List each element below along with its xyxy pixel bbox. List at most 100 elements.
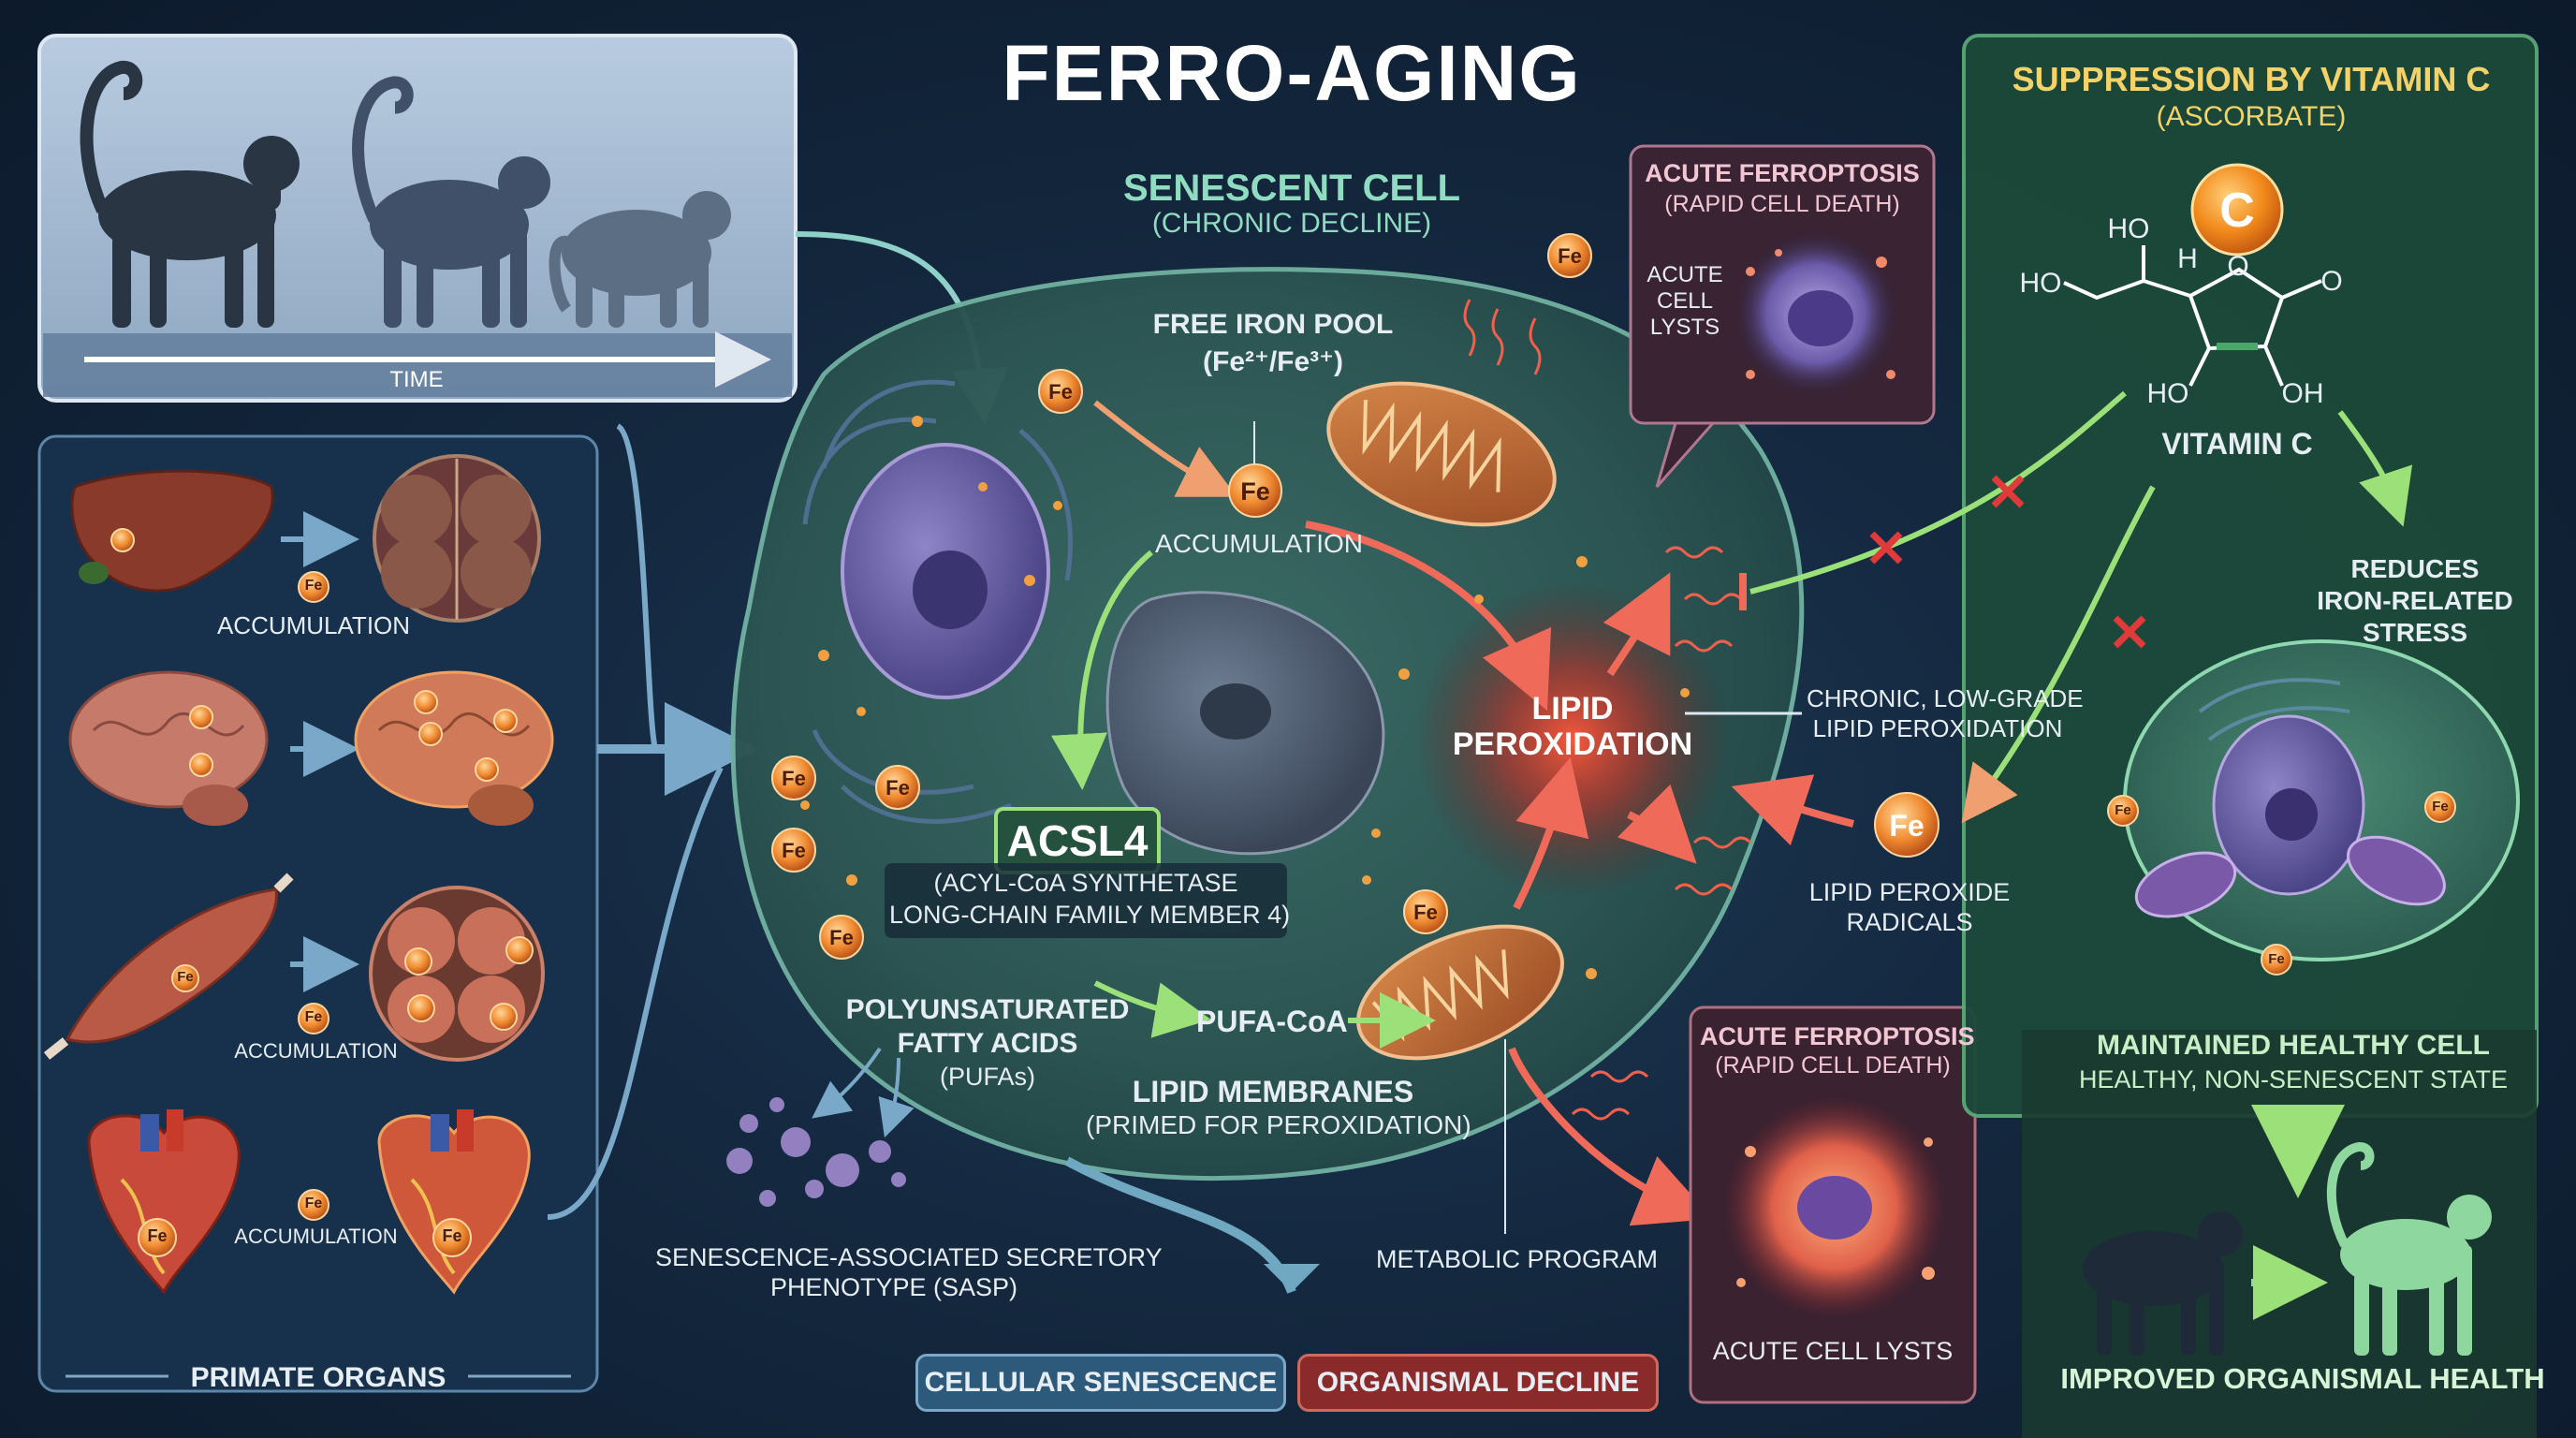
healthy-cell-icon (2123, 639, 2520, 961)
nucleus-icon (841, 443, 1050, 699)
acsl4-description-box (885, 863, 1287, 938)
fe-badge-label: Fe (1413, 901, 1438, 924)
organs-panel (37, 434, 599, 1393)
mitochondrion-top-icon (1326, 381, 1557, 527)
acute-bottom-subtitle: (RAPID CELL DEATH) (1715, 1052, 1951, 1078)
chronic-peroxidation-label-2: LIPID PEROXIDATION (1812, 714, 2063, 742)
vitamin-c-molecule-name: VITAMIN C (2161, 427, 2313, 461)
radical-squiggles (1463, 299, 1752, 1121)
muscle-accumulation-label: ACCUMULATION (234, 1039, 398, 1063)
liver-icon (70, 469, 274, 593)
heart-accumulation-label: ACCUMULATION (234, 1225, 398, 1248)
liver-accumulation-label: ACCUMULATION (216, 611, 411, 639)
acsl4-description-line-2: LONG-CHAIN FAMILY MEMBER 4) (889, 901, 1291, 929)
radicals-label-2: RADICALS (1846, 908, 1973, 936)
brain-damaged-icon (354, 670, 554, 826)
monkey-silhouette-young-icon (80, 61, 300, 328)
acute-ferroptosis-bottom-panel (1689, 1005, 1977, 1404)
pufa-label-line-1: POLYUNSATURATED (845, 994, 1130, 1025)
organs-panel-footer: PRIMATE ORGANS (190, 1362, 446, 1393)
molecule-o-carbonyl: O (2320, 266, 2343, 297)
fe-badge-label: Fe (829, 926, 854, 949)
lipid-peroxidation-label-2: PEROXIDATION (1452, 726, 1693, 762)
healthy-cell-sublabel: HEALTHY, NON-SENESCENT STATE (2078, 1065, 2509, 1093)
monkey-silhouette-elderly-icon (549, 191, 731, 328)
page-title: FERRO-AGING (1002, 29, 1582, 117)
senescent-cell-title: SENESCENT CELL (1122, 168, 1461, 209)
lipid-peroxidation-label-1: LIPID (1531, 691, 1614, 726)
fe-badge-label: Fe (442, 1226, 462, 1245)
healthy-cell-label: MAINTAINED HEALTHY CELL (2097, 1030, 2490, 1061)
senescent-cell-subtitle: (CHRONIC DECLINE) (1151, 208, 1432, 239)
vitamin-c-badge (2190, 163, 2284, 257)
cellular-senescence-pill: CELLULAR SENESCENCE (915, 1354, 1286, 1412)
vitamin-c-panel-title: SUPPRESSION BY VITAMIN C (2012, 60, 2491, 98)
fe-badge-label: Fe (782, 839, 806, 862)
reduces-stress-line-3: STRESS (2362, 618, 2468, 647)
fe-badge-label: Fe (147, 1226, 168, 1245)
brain-icon (68, 670, 269, 826)
fe-badge-label: Fe (304, 578, 323, 594)
radicals-label-1: LIPID PEROXIDE (1808, 878, 2011, 906)
fe-badge-label: Fe (1240, 477, 1270, 506)
organismal-decline-pill: ORGANISMAL DECLINE (1297, 1354, 1659, 1412)
acute-top-lysts-2: CELL (1656, 288, 1714, 314)
time-panel (37, 34, 798, 403)
fe-badge-label: Fe (1558, 244, 1582, 268)
iron-particles (800, 416, 1690, 979)
molecule-o-ring: O (2227, 251, 2249, 282)
vitamin-c-badge-label: C (2219, 183, 2255, 238)
fe-badge-label: Fe (304, 1196, 323, 1211)
inhibition-x-icons (1869, 475, 2146, 649)
fe-badge-label: Fe (782, 767, 806, 790)
fe-badge-label: Fe (1889, 809, 1925, 843)
iron-badges (110, 233, 2456, 1257)
reduces-stress-line-2: IRON-RELATED (2317, 586, 2513, 615)
acsl4-description-line-1: (ACYL-CoA SYNTHETASE (933, 869, 1238, 897)
heart-damaged-icon (377, 1109, 531, 1295)
vitamin-c-panel-subtitle: (ASCORBATE) (2156, 101, 2347, 132)
lipid-membranes-sublabel: (PRIMED FOR PEROXIDATION) (1086, 1110, 1471, 1139)
sasp-vesicles (726, 1097, 906, 1207)
cell-accumulation-label: ACCUMULATION (1155, 529, 1363, 558)
time-axis-label: TIME (389, 367, 444, 392)
acute-top-lysts-1: ACUTE (1647, 262, 1723, 287)
ascorbate-molecule-icon (2063, 245, 2322, 387)
reduces-stress-line-1: REDUCES (2350, 554, 2480, 583)
molecule-h: H (2177, 243, 2198, 274)
acute-top-subtitle: (RAPID CELL DEATH) (1664, 191, 1900, 217)
acute-bottom-lysts: ACUTE CELL LYSTS (1712, 1337, 1954, 1365)
fe-badge-label: Fe (1048, 380, 1073, 404)
monkey-silhouette-adult-icon (352, 76, 550, 328)
muscle-tissue-icon (369, 886, 545, 1062)
pufa-coa-label: PUFA-CoA (1196, 1005, 1348, 1038)
fe-badge-label: Fe (2432, 799, 2449, 814)
iron-species-label: (Fe²⁺/Fe³⁺) (1203, 346, 1343, 377)
muscle-icon (43, 873, 294, 1060)
acute-bottom-title: ACUTE FERROPTOSIS (1700, 1022, 1975, 1050)
molecule-ho-left: HO (2019, 268, 2062, 299)
fe-badge-label: Fe (2115, 802, 2131, 818)
acute-ferroptosis-top-panel (1629, 144, 1936, 488)
metabolic-program-label: METABOLIC PROGRAM (1376, 1245, 1659, 1273)
liver-tissue-icon (373, 454, 541, 623)
fe-badge-label: Fe (177, 969, 194, 985)
fe-badge-label: Fe (2268, 951, 2285, 967)
chronic-peroxidation-label-1: CHRONIC, LOW-GRADE (1807, 684, 2084, 712)
fe-badge-label: Fe (886, 776, 910, 800)
molecule-ho-top: HO (2107, 213, 2150, 244)
damaged-organelle-icon (1105, 591, 1385, 856)
acute-top-lysts-3: LYSTS (1649, 315, 1720, 340)
molecule-oh-bottom: OH (2281, 378, 2324, 409)
pufa-label-line-2: FATTY ACIDS (897, 1028, 1078, 1059)
free-iron-pool-label: FREE IRON POOL (1152, 309, 1394, 340)
molecule-ho-bottom: HO (2146, 378, 2189, 409)
acute-top-title: ACUTE FERROPTOSIS (1645, 159, 1920, 187)
lipid-membranes-label: LIPID MEMBRANES (1132, 1075, 1414, 1108)
sasp-label-2: PHENOTYPE (SASP) (769, 1273, 1018, 1301)
sasp-label-1: SENESCENCE-ASSOCIATED SECRETORY (655, 1243, 1163, 1271)
improved-health-label: IMPROVED ORGANISMAL HEALTH (2060, 1362, 2545, 1395)
monkey-silhouette-improved-icon (2083, 1142, 2492, 1356)
